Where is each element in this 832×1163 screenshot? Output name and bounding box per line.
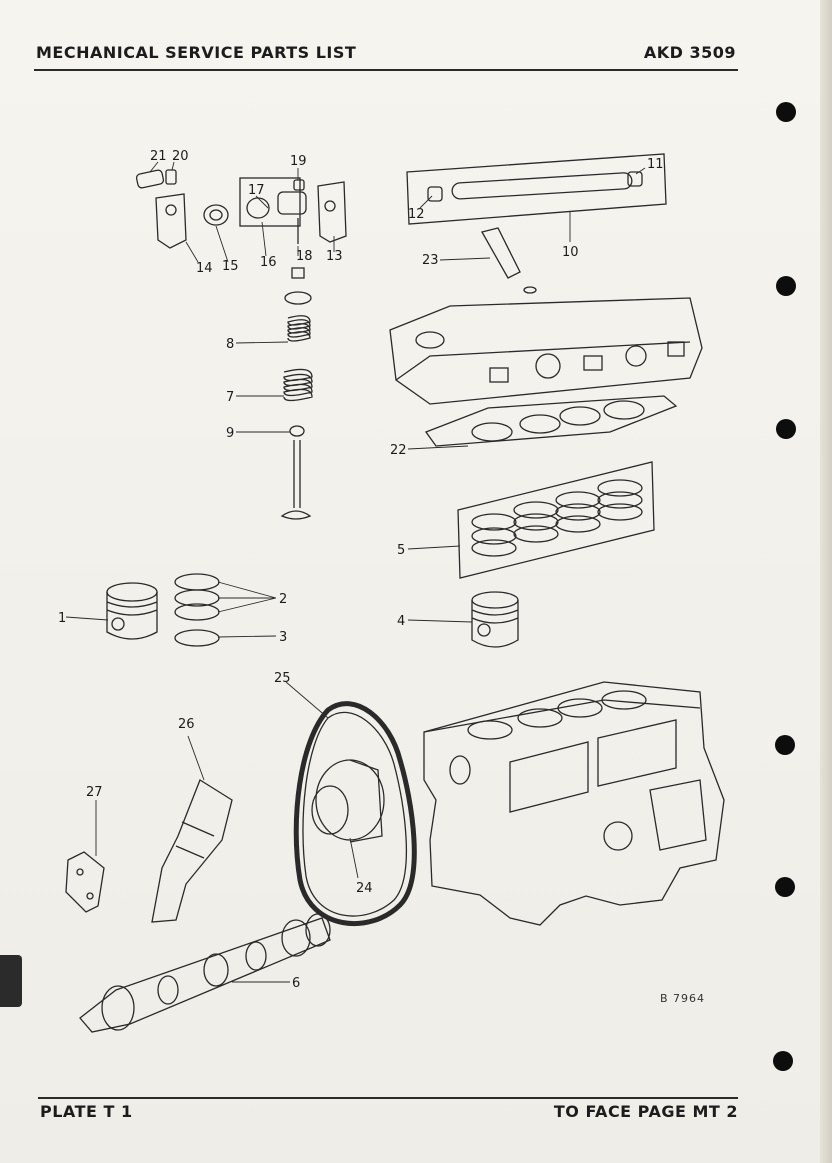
callout-23: 23 (422, 253, 439, 268)
callout-11: 11 (647, 157, 664, 172)
callout-17: 17 (248, 183, 265, 198)
callout-19: 19 (290, 154, 307, 169)
page-header-title: MECHANICAL SERVICE PARTS LIST (36, 43, 357, 62)
binder-hole (776, 276, 796, 296)
callout-3: 3 (279, 630, 287, 645)
callout-24: 24 (356, 881, 373, 896)
callout-5: 5 (397, 543, 405, 558)
binder-hole (776, 419, 796, 439)
page-header-code: AKD 3509 (643, 43, 736, 62)
binder-hole (776, 102, 796, 122)
callout-8: 8 (226, 337, 234, 352)
timing-cover-part (151, 779, 233, 923)
callout-labels: 1 2 3 4 5 6 7 8 9 10 11 12 13 14 15 16 1… (58, 149, 705, 1005)
callout-10: 10 (562, 245, 579, 260)
timing-chain (293, 701, 417, 927)
camshaft-gear (311, 759, 385, 843)
callout-15: 15 (222, 259, 239, 274)
callout-18: 18 (296, 249, 313, 264)
cylinder-head (389, 297, 703, 405)
piston-left (106, 582, 158, 640)
callout-16: 16 (260, 255, 277, 270)
spark-plug (481, 227, 537, 294)
callout-20: 20 (172, 149, 189, 164)
callout-25: 25 (274, 671, 291, 686)
head-gasket (424, 395, 678, 447)
footer-rule (38, 1097, 738, 1099)
piston-rings-set (457, 461, 655, 579)
piston-rings-left (174, 573, 220, 647)
drawing-reference: B 7964 (660, 992, 705, 1005)
callout-6: 6 (292, 976, 300, 991)
callout-22: 22 (390, 443, 407, 458)
edge-index-tab (0, 955, 22, 1007)
header-rule (34, 69, 738, 71)
camshaft (79, 913, 331, 1033)
page-edge-shadow (820, 0, 832, 1163)
binder-hole (775, 877, 795, 897)
callout-14: 14 (196, 261, 213, 276)
cylinder-block (423, 681, 725, 926)
callout-9: 9 (226, 426, 234, 441)
callout-1: 1 (58, 611, 66, 626)
callout-26: 26 (178, 717, 195, 732)
plate-label: PLATE T 1 (40, 1102, 133, 1121)
callout-7: 7 (226, 390, 234, 405)
callout-12: 12 (408, 207, 425, 222)
callout-4: 4 (397, 614, 405, 629)
callout-27: 27 (86, 785, 103, 800)
callout-21: 21 (150, 149, 167, 164)
binder-hole (773, 1051, 793, 1071)
valve-assembly (280, 267, 313, 520)
rocker-shaft-panel (406, 153, 667, 225)
leader-lines (65, 161, 646, 983)
callout-13: 13 (326, 249, 343, 264)
callout-2: 2 (279, 592, 287, 607)
binder-hole (775, 735, 795, 755)
lock-plate (65, 851, 105, 913)
face-page-label: TO FACE PAGE MT 2 (553, 1102, 738, 1121)
rocker-components (135, 169, 347, 249)
piston-right (471, 591, 519, 648)
